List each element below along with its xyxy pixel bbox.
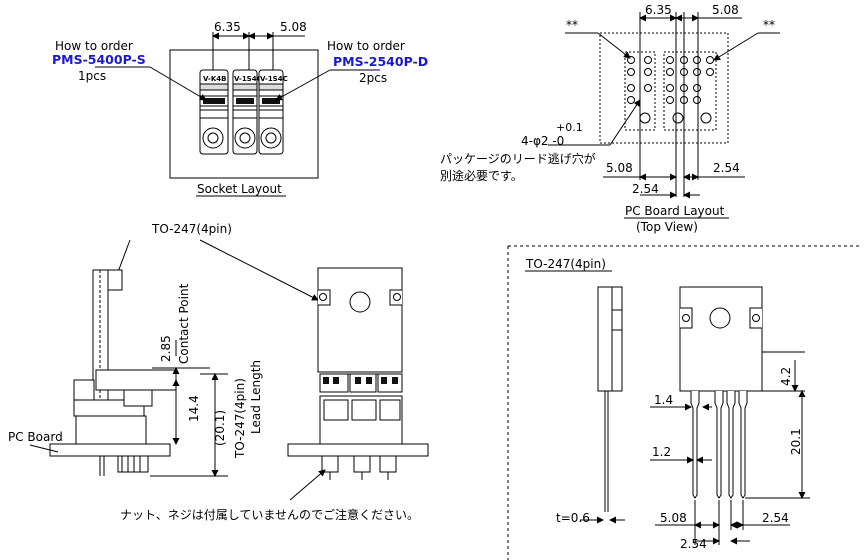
part-number-right: PMS-2540P-D — [333, 54, 428, 69]
pkg-dim-20-1: 20.1 — [789, 428, 803, 455]
qty-left: 1pcs — [78, 69, 106, 83]
pcb-outline — [599, 32, 729, 144]
pc-board-label: PC Board — [8, 430, 63, 444]
package-front-view — [679, 286, 763, 499]
dim-2-85: 2.85 — [159, 335, 173, 362]
socket3-label: V-1S4C — [260, 75, 288, 83]
dim-20-1-paren: (20.1) — [213, 410, 227, 446]
star-note-right: ** — [763, 18, 775, 32]
thickness-label: t=0.6 — [556, 511, 590, 525]
pcb-layout-caption: PC Board Layout — [625, 204, 725, 218]
pcb-dim-2-54-center: 2.54 — [632, 182, 659, 196]
socket-dim-5-08: 5.08 — [280, 20, 307, 34]
pkg-dim-2-54-center: 2.54 — [680, 537, 707, 551]
contact-point-label: Contact Point — [177, 283, 191, 364]
socket-pms-2540p-d-2: V-1S4C — [258, 69, 288, 155]
pkg-dim-1-4: 1.4 — [654, 393, 673, 407]
lead-hole-note-2: 別途必要です。 — [440, 168, 523, 183]
pcb-dim-6-35: 6.35 — [645, 3, 672, 17]
socket-frame — [169, 49, 319, 179]
pcb-dim-5-08: 5.08 — [712, 3, 739, 17]
socket-pms-2540p-d-1: V-1S4C — [232, 69, 262, 155]
lead-length-label-1: TO-247(4pin) — [233, 378, 247, 459]
package-side-view — [597, 286, 623, 512]
pcb-layout-subcaption: (Top View) — [636, 220, 698, 234]
pkg-dim-5-08: 5.08 — [660, 511, 687, 525]
socket-pms-5400p-s: V-K4B — [199, 69, 229, 155]
lead-length-label-2: Lead Length — [249, 360, 263, 434]
front-view-socket — [287, 267, 429, 480]
how-to-order-right: How to order — [327, 39, 405, 53]
pc-board-layout: 6.35 5.08 ** ** +0.1 4-φ2 -0 パッケージのリード逃げ… — [440, 3, 780, 234]
assembly-package-label: TO-247(4pin) — [151, 222, 232, 236]
pc-board-side — [49, 443, 171, 457]
pkg-dim-4-2: 4.2 — [779, 367, 793, 386]
pcb-dim-2-54-right: 2.54 — [713, 161, 740, 175]
assembly-view: TO-247(4pin) 2.85 Contact Point 14.4 — [8, 222, 429, 522]
socket-layout: 6.35 5.08 V-K4B V-1S4C — [52, 20, 428, 197]
pcb-dim-5-08-bottom: 5.08 — [606, 161, 633, 175]
star-note-left: ** — [566, 18, 578, 32]
hole-tolerance: +0.1 — [556, 121, 583, 134]
socket-dim-6-35: 6.35 — [214, 20, 241, 34]
lead-hole-note-1: パッケージのリード逃げ穴が — [440, 151, 596, 166]
pkg-dim-2-54-right: 2.54 — [762, 511, 789, 525]
how-to-order-left: How to order — [55, 39, 133, 53]
part-number-left: PMS-5400P-S — [52, 52, 146, 67]
side-view-socket — [49, 269, 177, 476]
hole-spec: 4-φ2 -0 — [521, 134, 564, 148]
nut-screw-note: ナット、ネジは付属していませんのでご注意ください。 — [120, 507, 419, 522]
dim-14-4: 14.4 — [187, 395, 201, 422]
socket1-label: V-K4B — [203, 75, 226, 83]
pc-board-front — [287, 443, 429, 457]
qty-right: 2pcs — [359, 71, 387, 85]
package-title: TO-247(4pin) — [525, 257, 606, 271]
socket-layout-caption: Socket Layout — [197, 182, 282, 196]
pkg-dim-1-2: 1.2 — [652, 445, 671, 459]
socket2-label: V-1S4C — [234, 75, 262, 83]
package-view: TO-247(4pin) t=0.6 — [507, 245, 860, 560]
